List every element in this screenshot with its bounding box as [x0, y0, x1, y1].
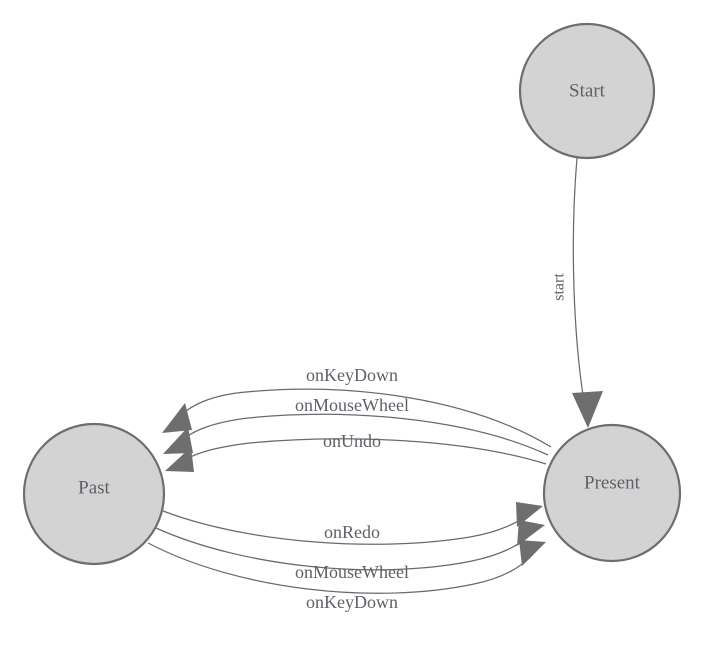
edge-label-past-present-onredo: onRedo [324, 522, 380, 542]
node-past-label: Past [78, 477, 110, 498]
arrowhead-past-present-onmousewheel [517, 520, 545, 546]
edge-start-present-path [572, 157, 587, 415]
edge-past-present-onmousewheel-path [155, 527, 532, 571]
node-past[interactable]: Past [22, 422, 166, 566]
edge-present-to-past-onundo[interactable] [165, 438, 547, 472]
arrowhead-present-past-onundo [165, 447, 194, 472]
edge-past-present-onkeydown-path [147, 542, 535, 594]
edge-past-present-onredo-path [162, 510, 530, 545]
edge-present-to-past-onkeydown[interactable] [162, 388, 552, 448]
arrowhead-present-past-onkeydown [162, 403, 192, 433]
edge-present-past-onmousewheel-path [176, 413, 549, 456]
node-start-circle [518, 22, 656, 160]
node-present-circle [542, 423, 682, 563]
node-start-label: Start [569, 80, 606, 101]
edge-past-to-present-onkeydown[interactable] [147, 540, 546, 594]
edge-present-past-onundo-path [179, 438, 547, 465]
edge-label-past-present-onmousewheel: onMouseWheel [295, 562, 409, 582]
edge-label-present-past-onundo: onUndo [323, 431, 381, 451]
edge-present-to-past-onmousewheel[interactable] [163, 413, 549, 456]
edge-label-present-past-onmousewheel: onMouseWheel [295, 395, 409, 415]
edge-label-present-past-onkeydown: onKeyDown [306, 365, 398, 385]
edge-label-past-present-onkeydown: onKeyDown [306, 592, 398, 612]
arrowhead-present-past-onmousewheel [163, 427, 193, 454]
edge-start-to-present[interactable] [572, 157, 603, 428]
arrowhead-start-present [572, 391, 603, 428]
node-present[interactable]: Present [542, 423, 682, 563]
node-start[interactable]: Start [518, 22, 656, 160]
node-present-label: Present [584, 472, 641, 493]
edge-label-start: start [551, 273, 568, 301]
node-past-circle [22, 422, 166, 566]
arrowhead-past-present-onkeydown [519, 540, 546, 566]
edge-present-past-onkeydown-path [174, 388, 552, 448]
edge-past-to-present-onmousewheel[interactable] [155, 520, 545, 571]
